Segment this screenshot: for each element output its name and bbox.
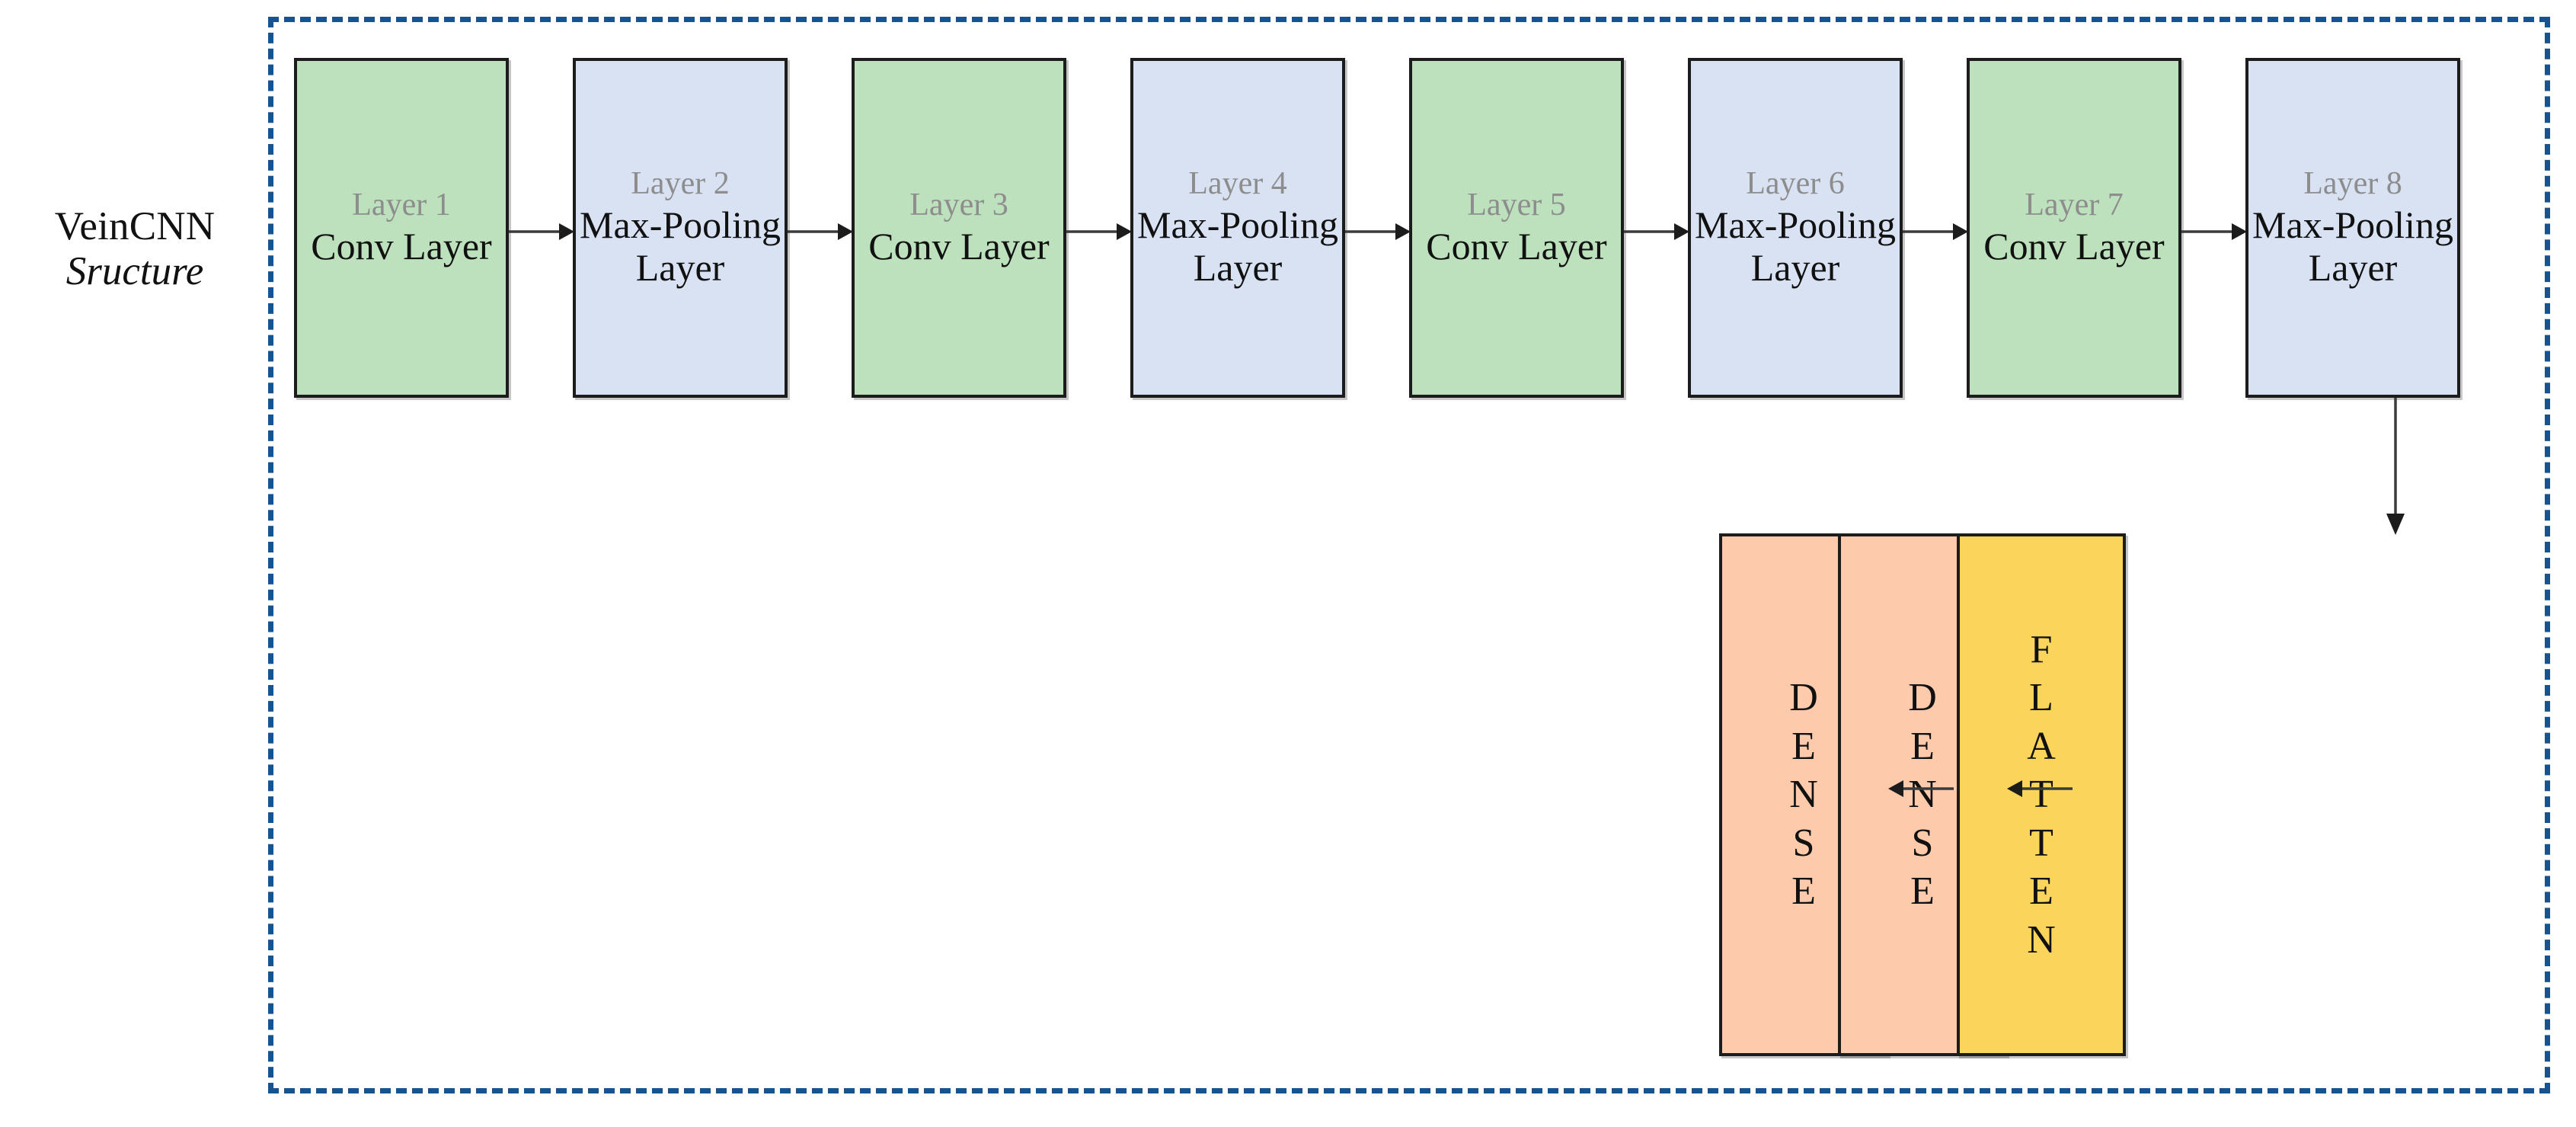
layer-title-7: Conv Layer [1983, 224, 2165, 267]
dense-2-char-2: E [1910, 724, 1935, 768]
flatten-box-label: F L A T T E N [2027, 626, 2056, 964]
layer-title-4: Max-Pooling Layer [1137, 203, 1338, 289]
layer-title-1: Conv Layer [311, 224, 492, 267]
flatten-char-3: A [2027, 724, 2056, 768]
layer-tag-4: Layer 4 [1188, 166, 1287, 202]
dense-2-char-5: E [1910, 869, 1935, 914]
arrow-layer5-to-layer6 [1624, 223, 1689, 240]
arrow-layer8-to-flatten [2386, 398, 2405, 535]
layer-box-3[interactable]: Layer 3 Conv Layer [852, 58, 1066, 398]
flatten-char-5: T [2029, 821, 2053, 865]
arrow-layer3-to-layer4 [1066, 223, 1132, 240]
layer-box-5[interactable]: Layer 5 Conv Layer [1409, 58, 1624, 398]
dense-2-char-3: N [1908, 773, 1937, 817]
dense-box-1-label: D E N S E [1789, 674, 1818, 915]
flatten-char-7: N [2027, 917, 2056, 962]
dense-box-2-label: D E N S E [1908, 674, 1937, 915]
dense-1-char-3: N [1789, 773, 1818, 817]
layer-tag-7: Layer 7 [2025, 187, 2124, 223]
dense-1-char-2: E [1791, 724, 1816, 768]
dense-1-char-4: S [1792, 821, 1815, 865]
caption-line-2: Sructure [66, 249, 204, 294]
arrow-layer4-to-layer5 [1345, 223, 1411, 240]
layer-tag-6: Layer 6 [1746, 166, 1845, 202]
layer-tag-1: Layer 1 [352, 187, 451, 223]
flatten-char-1: F [2030, 627, 2053, 671]
layer-box-6[interactable]: Layer 6 Max-Pooling Layer [1688, 58, 1903, 398]
flatten-char-6: E [2029, 869, 2053, 914]
diagram-caption: VeinCNN Sructure [14, 204, 256, 295]
layer-tag-3: Layer 3 [909, 187, 1008, 223]
flatten-char-4: T [2029, 773, 2053, 817]
layer-tag-5: Layer 5 [1467, 187, 1566, 223]
arrow-layer6-to-layer7 [1903, 223, 1968, 240]
layer-box-8[interactable]: Layer 8 Max-Pooling Layer [2245, 58, 2460, 398]
layer-title-3: Conv Layer [868, 224, 1050, 267]
caption-line-1: VeinCNN [54, 204, 216, 248]
arrow-layer1-to-layer2 [509, 223, 574, 240]
layer-title-8: Max-Pooling Layer [2252, 203, 2453, 289]
layer-title-6: Max-Pooling Layer [1695, 203, 1896, 289]
arrow-layer2-to-layer3 [788, 223, 853, 240]
layer-tag-2: Layer 2 [631, 166, 730, 202]
flatten-char-2: L [2029, 676, 2053, 720]
dense-1-char-5: E [1791, 869, 1816, 914]
layer-tag-8: Layer 8 [2303, 166, 2402, 202]
layer-box-2[interactable]: Layer 2 Max-Pooling Layer [573, 58, 788, 398]
layer-box-4[interactable]: Layer 4 Max-Pooling Layer [1130, 58, 1345, 398]
arrow-layer7-to-layer8 [2181, 223, 2247, 240]
layer-title-5: Conv Layer [1426, 224, 1607, 267]
layer-title-2: Max-Pooling Layer [580, 203, 781, 289]
dense-2-char-1: D [1908, 676, 1937, 720]
layer-box-1[interactable]: Layer 1 Conv Layer [294, 58, 509, 398]
dense-1-char-1: D [1789, 676, 1818, 720]
flatten-box[interactable]: F L A T T E N [1957, 533, 2126, 1056]
dense-2-char-4: S [1911, 821, 1934, 865]
layer-box-7[interactable]: Layer 7 Conv Layer [1967, 58, 2181, 398]
